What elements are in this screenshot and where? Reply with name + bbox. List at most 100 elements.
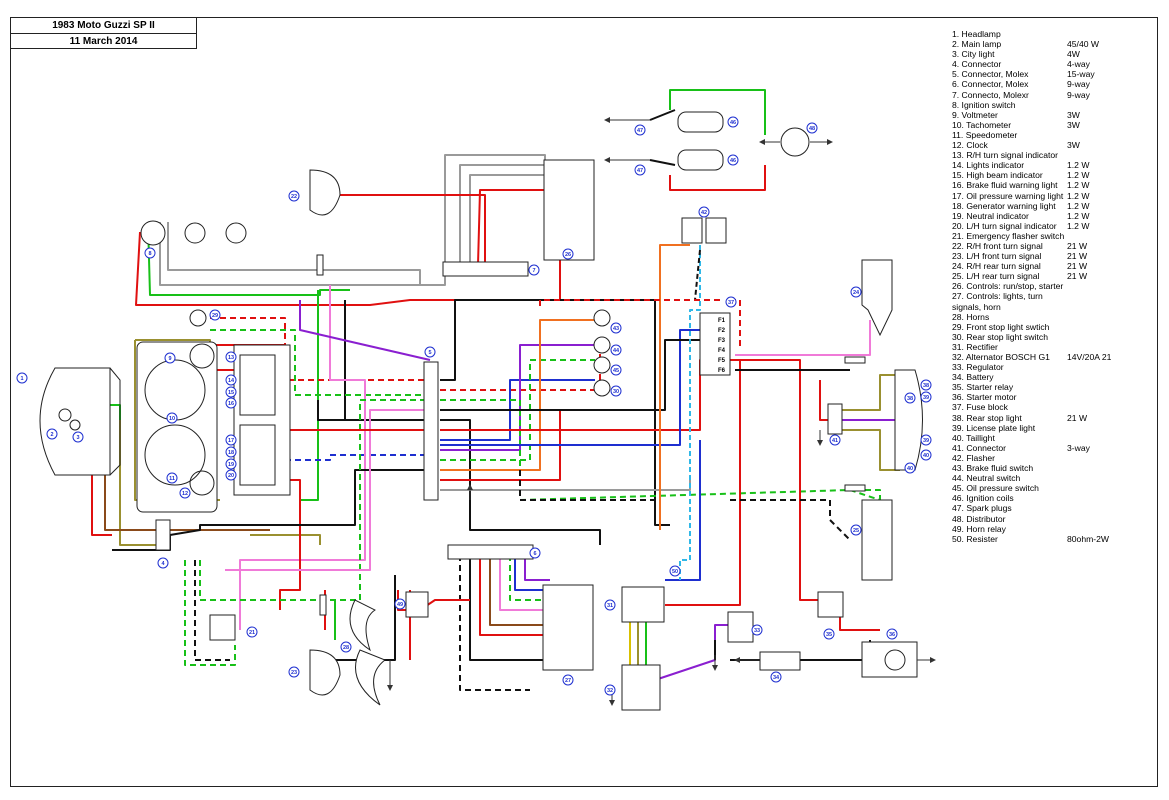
component-badge-circle	[246, 626, 258, 638]
wire-olive	[830, 374, 900, 411]
wire-olive	[830, 429, 900, 471]
diagram-title: 1983 Moto Guzzi SP II	[52, 20, 155, 31]
components	[39, 111, 936, 711]
pressure-switch	[593, 336, 611, 354]
legend-item-label: 18. Generator warning light	[952, 200, 1056, 211]
voltmeter-gauge	[189, 343, 215, 369]
component-number-21: 21	[249, 630, 255, 636]
component-badge-circle	[920, 434, 932, 446]
component-number-33: 33	[754, 628, 760, 634]
component-number-49: 49	[397, 602, 403, 608]
legend-item: 46. Ignition coils	[952, 493, 1152, 503]
legend-item-value	[1067, 231, 1152, 241]
component-badge-circle	[166, 412, 178, 424]
legend-item: signals, horn	[952, 302, 1152, 312]
legend-item-label: 35. Starter relay	[952, 382, 1014, 393]
legend-item-label: 38. Rear stop light	[952, 412, 1022, 423]
starter-motor	[884, 649, 906, 671]
legend-item-label: 31. Rectifier	[952, 341, 998, 352]
legend-item-value: 3W	[1067, 140, 1080, 151]
legend-item-label: 22. R/H front turn signal	[952, 240, 1043, 251]
fuse-label: F1	[718, 318, 726, 324]
legend-item-value	[1067, 372, 1152, 382]
legend-item-value: 3-way	[1067, 442, 1090, 453]
wire-black-dashed	[694, 249, 701, 301]
component-number-46: 46	[730, 120, 736, 126]
component-number-19: 19	[228, 462, 234, 468]
component-number-3: 3	[76, 435, 79, 441]
component-number-46: 46	[730, 158, 736, 164]
legend-item-value	[1067, 302, 1152, 312]
wire-cyan-dashed	[679, 245, 701, 580]
legend-item-label: 29. Front stop light swtich	[952, 321, 1050, 332]
component-number-1: 1	[20, 376, 23, 382]
component-number-23: 23	[291, 670, 297, 676]
legend-item-label: 2. Main lamp	[952, 39, 1002, 50]
component-badge-circle	[604, 684, 616, 696]
legend-item-label: 48. Distributor	[952, 513, 1006, 524]
legend-item-value: 1.2 W	[1067, 180, 1090, 191]
component-number-39: 39	[923, 395, 929, 401]
component-number-2: 2	[50, 432, 53, 438]
component-number-47: 47	[637, 128, 643, 134]
component-number-47: 47	[637, 168, 643, 174]
horn	[355, 649, 387, 706]
component-number-22: 22	[291, 194, 297, 200]
legend-item-value	[1067, 402, 1152, 412]
component-badge-circle	[394, 598, 406, 610]
distributor	[780, 127, 810, 157]
legend-item-label: 13. R/H turn signal indicator	[952, 150, 1059, 161]
component-badge-circle	[288, 190, 300, 202]
legend-item-label: 3. City light	[952, 49, 995, 60]
component-badge-circle	[806, 122, 818, 134]
legend-item-value	[1067, 453, 1152, 463]
legend-item-label: 30. Rear stop light switch	[952, 331, 1049, 342]
wire-violet	[440, 344, 595, 451]
legend-item: 33. Regulator	[952, 362, 1152, 372]
starter-motor	[861, 641, 918, 678]
legend-item-label: 10. Tachometer	[952, 119, 1012, 130]
component-badge-circle	[166, 472, 178, 484]
legend-item: 50. Resister 80ohm-2W	[952, 534, 1152, 544]
wire-black-dashed	[519, 470, 660, 501]
legend-item-value	[1067, 322, 1152, 332]
legend-item-value: 80ohm-2W	[1067, 533, 1110, 544]
component-number-43: 43	[613, 326, 619, 332]
legend-item-label: 21. Emergency flasher switch	[952, 230, 1065, 241]
wire-grey	[440, 480, 691, 491]
wire-brown	[489, 555, 550, 626]
speedometer-gauge	[144, 424, 206, 486]
component-badge-circle	[727, 116, 739, 128]
resistor	[844, 356, 866, 364]
legend-item: 49. Horn relay	[952, 524, 1152, 534]
legend-item-label: 19. Neutral indicator	[952, 210, 1029, 221]
legend-item-label: 17. Oil pressure warning light	[952, 190, 1064, 201]
legend-item-label: 40. Taillight	[952, 432, 995, 443]
legend-item-label: 42. Flasher	[952, 452, 995, 463]
component-number-38: 38	[907, 396, 913, 402]
wire-black-dashed	[730, 499, 851, 541]
component-badge-circle	[751, 624, 763, 636]
component-badge-circle	[634, 124, 646, 136]
component-number-18: 18	[228, 450, 234, 456]
wire-black	[440, 299, 670, 526]
legend-item: 1. Headlamp	[952, 29, 1152, 39]
component-badge-circle	[610, 385, 622, 397]
component-number-8: 8	[148, 251, 151, 257]
tail-light-assembly	[894, 369, 923, 471]
legend-item-label: 50. Resister	[952, 533, 998, 544]
legend-item: 28. Horns	[952, 312, 1152, 322]
starter-relay	[817, 591, 844, 618]
legend-item-value	[1067, 362, 1152, 372]
legend-item-label: 14. Lights indicator	[952, 160, 1025, 171]
wire-violet	[299, 300, 431, 361]
legend-item: 12. Clock 3W	[952, 140, 1152, 150]
legend-item-value: 1.2 W	[1067, 190, 1090, 201]
wire-black	[440, 339, 720, 411]
component-badge-circle	[823, 628, 835, 640]
legend-item: 9. Voltmeter 3W	[952, 110, 1152, 120]
wire-red-dashed	[730, 299, 741, 350]
component-number-7: 7	[532, 268, 535, 274]
